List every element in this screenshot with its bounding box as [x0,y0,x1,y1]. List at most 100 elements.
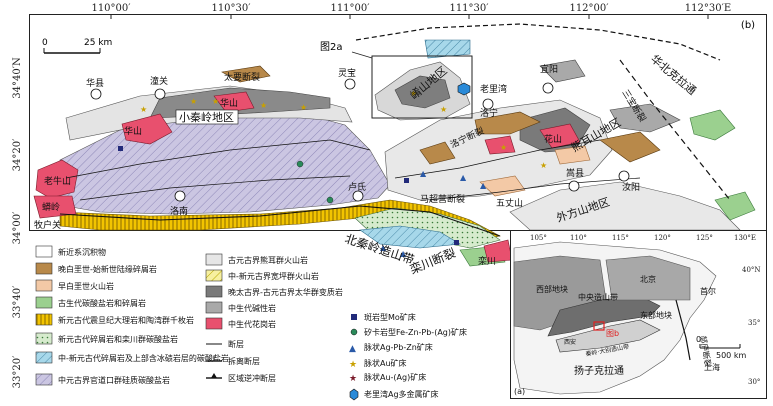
city-lushi [352,190,364,202]
mo-square [454,240,459,245]
unit-late-cret-4 [221,65,271,83]
unit-meso-clastic [359,225,461,249]
inset-scale-dist: 500 km [716,351,746,360]
legend-guandaokou: 中元古界官道口群硅质碳酸盐岩 [58,375,170,385]
legend-xionger: 古元古界熊耳群火山岩 [228,255,308,265]
granite-muhuguan [33,195,77,219]
inset-lon-5: 125° [696,234,713,242]
fault-4 [429,177,641,201]
au-star: ★ [500,143,507,152]
city-ruyang [618,170,630,182]
inset-lat-1: 40°N [742,266,761,274]
agpbzn-triangle: ▲ [380,243,387,252]
inset-panel-label: (a) [514,387,525,396]
legend-late-cret: 晚白垩世-始新世陆缘碎屑岩 [58,264,157,274]
label-yiyang: 宜阳 [540,63,558,75]
inset-lon-2: 110° [570,234,587,242]
city-yiyang [542,82,554,94]
inset-callout-box [593,321,605,331]
city-songxian [568,180,580,192]
inset-lon-6: 130°E [734,234,756,242]
fault-2 [79,175,351,201]
legend-taihua: 晚太古界-古元古界太华群变质岩 [228,287,343,297]
legend-left: 新近系沉积物 晚白垩世-始新世陆缘碎屑岩 早白垩世火山岩 古生代碳酸盐岩和碎屑岩… [35,245,229,386]
unit-late-cret-3 [419,141,456,165]
au-star: ★ [212,97,219,106]
unit-alkaline-1 [609,103,681,133]
legend-fault: 断层 [228,339,244,349]
legend-neo-clastic: 新元古代碎屑岩和栾川群碳酸盐岩 [58,334,178,344]
label-huashan-2: 华山 [220,97,238,109]
label-wuzhangshan: 五丈山 [496,198,523,209]
fault-3 [394,139,601,179]
granite-heshan [539,123,581,149]
legend-meso-clastic: 中-新元古代碎屑岩及上部含冰碛岩层的碳酸盐岩 [58,353,229,363]
callout-box-2a [371,55,473,119]
place-labels: 华县 潼关 灵宝 宜阳 洛宁 卢氏 洛南 嵩县 汝阳 老里湾 栾川 [86,63,640,267]
inset-label-xian: 西安 [564,338,576,346]
huabei-boundary [619,59,731,201]
label-mangling: 蟒岭 [42,201,60,213]
laojunwan-deposit-icon [457,82,471,96]
city-luonan [174,190,186,202]
au-star: ★ [300,103,307,112]
label-xiaoqinling: 小秦岭地区 [179,110,234,124]
geology-units [33,39,756,267]
label-songxian: 嵩县 [566,168,584,179]
agpbzn-triangle: ▲ [460,173,467,182]
skarn-circle [296,160,304,168]
unit-late-cret-1 [474,111,541,135]
legend-auag: 脉状Au-(Ag)矿床 [364,372,426,382]
scale-zero: 0 [42,38,48,48]
legend-cret-volc: 早白垩世火山岩 [58,281,114,291]
label-luoning: 洛宁 [480,107,498,119]
label-taiyao-fault: 太要断裂 [224,71,260,83]
label-laoniushan: 老牛山 [44,175,71,187]
city-lingbao [344,78,356,90]
legend-agpbzn: 脉状Ag-Pb-Zn矿床 [364,342,433,352]
scale-bar: 0 25 km [42,38,112,54]
label-laojunwan: 老里湾 [480,83,507,95]
svg-text:▲: ▲ [349,344,356,354]
panel-label-b: (b) [741,20,755,31]
inset-label-eastern: 东部地块 [640,310,672,320]
label-luanchuan: 栾川 [478,255,496,267]
legend-mid: 古元古界熊耳群火山岩 中-新元古界宽坪群火山岩 晚太古界-古元古界太华群变质岩 … [205,253,343,383]
legend-neogene: 新近系沉积物 [58,247,106,257]
inset-label-yangtze: 扬子克拉通 [574,364,624,377]
inset-eastern-block [605,255,691,301]
inset-label-shouguang: 首尔 [700,286,716,296]
agpbzn-triangle: ▲ [400,249,407,258]
inset-label-beijing: 北京 [640,274,656,284]
granite-taiyao [213,91,255,113]
legend-au: 脉状Au矿床 [364,358,407,368]
legend-mo: 斑岩型Mo矿床 [364,312,416,322]
lon-label-3: 111°00′ [330,3,370,14]
unit-xiaoshan-taihua [394,75,451,109]
city-tongguan [154,88,166,100]
lon-label-1: 110°00′ [91,3,131,14]
luanchuan-thrust [59,205,501,237]
label-tongguan: 潼关 [150,75,168,87]
legend-skarn: 矽卡岩型Fe-Zn-Pb-(Ag)矿床 [364,327,467,337]
inset-qinling-dabie [555,319,661,353]
inset-lon-1: 105° [530,234,547,242]
fault-1 [65,139,371,179]
inset-label-western: 西部地块 [536,284,568,294]
mo-square [118,146,123,151]
lat-label-1: 34°40′N [12,57,23,99]
legend-kuanping: 中-新元古界宽坪群火山岩 [228,271,319,281]
au-star: ★ [440,105,447,114]
legend-sinian: 新元古代震旦纪大理岩和陶湾群千枚岩 [58,315,194,325]
inset-scale-zero: 0 [696,335,701,344]
lon-label-2: 110°30′ [211,3,251,14]
legend-granite: 中生代花岗岩 [228,319,276,329]
inset-tanlu-fault [675,299,691,361]
agpbzn-triangle: ▲ [420,169,427,178]
inset-label-shanghai: 上海 [704,362,720,372]
mo-square [404,178,409,183]
inset-lat-3: 30° [748,378,760,386]
lon-label-4: 111°30′ [449,3,489,14]
unit-alkaline-2 [539,59,586,83]
